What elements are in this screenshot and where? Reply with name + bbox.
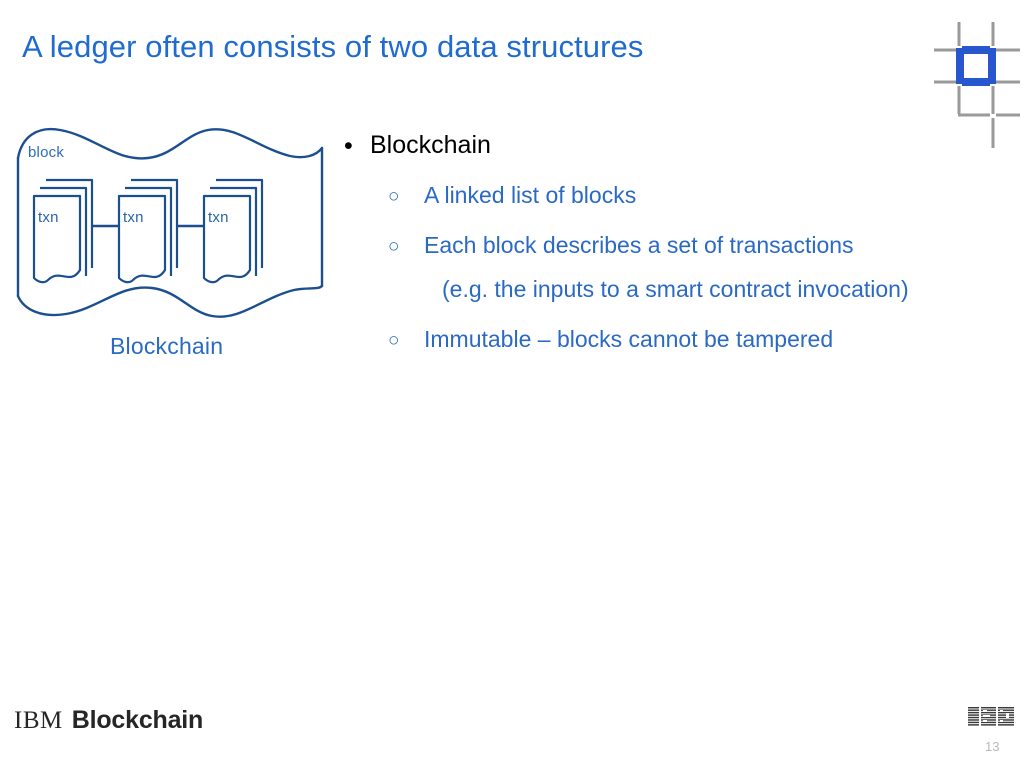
bullet-marker-hollow-icon: ○ <box>388 330 400 351</box>
txn-stack-2 <box>117 178 179 284</box>
corner-grid-mark <box>930 2 1024 152</box>
bullet-marker-hollow-icon: ○ <box>388 236 400 257</box>
bullet-text: Immutable – blocks cannot be tampered <box>424 326 834 352</box>
bullet-item-blockchain: • Blockchain <box>338 128 1024 162</box>
ibm-blockchain-logo: IBM Blockchain <box>14 706 203 740</box>
bullet-item-block-transactions: ○ Each block describes a set of transact… <box>338 230 1024 261</box>
bullet-marker-filled-icon: • <box>344 132 353 160</box>
bullet-text: Blockchain <box>370 131 491 159</box>
txn-label-1: txn <box>38 209 59 226</box>
product-name: Blockchain <box>71 706 204 734</box>
diagram-caption: Blockchain <box>110 333 224 359</box>
txn-stack-3 <box>202 178 264 284</box>
bullet-text: Each block describes a set of transactio… <box>424 232 854 258</box>
page-number: 13 <box>985 739 1000 754</box>
bullet-item-immutable: ○ Immutable – blocks cannot be tampered <box>338 324 1024 355</box>
ibm-wordmark: IBM <box>14 707 63 734</box>
bullet-item-linked-list: ○ A linked list of blocks <box>338 180 1024 211</box>
blockchain-diagram <box>8 118 348 328</box>
bullet-list: • Blockchain ○ A linked list of blocks ○… <box>338 128 1024 374</box>
bullet-text: A linked list of blocks <box>424 182 637 208</box>
bullet-marker-hollow-icon: ○ <box>388 186 400 207</box>
txn-label-3: txn <box>208 209 229 226</box>
bullet-item-block-transactions-continuation: (e.g. the inputs to a smart contract inv… <box>442 276 909 302</box>
txn-label-2: txn <box>123 209 144 226</box>
ibm-eight-bar-logo-icon <box>968 707 1014 726</box>
diagram-block-label: block <box>28 144 65 161</box>
page-title: A ledger often consists of two data stru… <box>22 29 644 64</box>
txn-stack-1 <box>32 178 94 284</box>
